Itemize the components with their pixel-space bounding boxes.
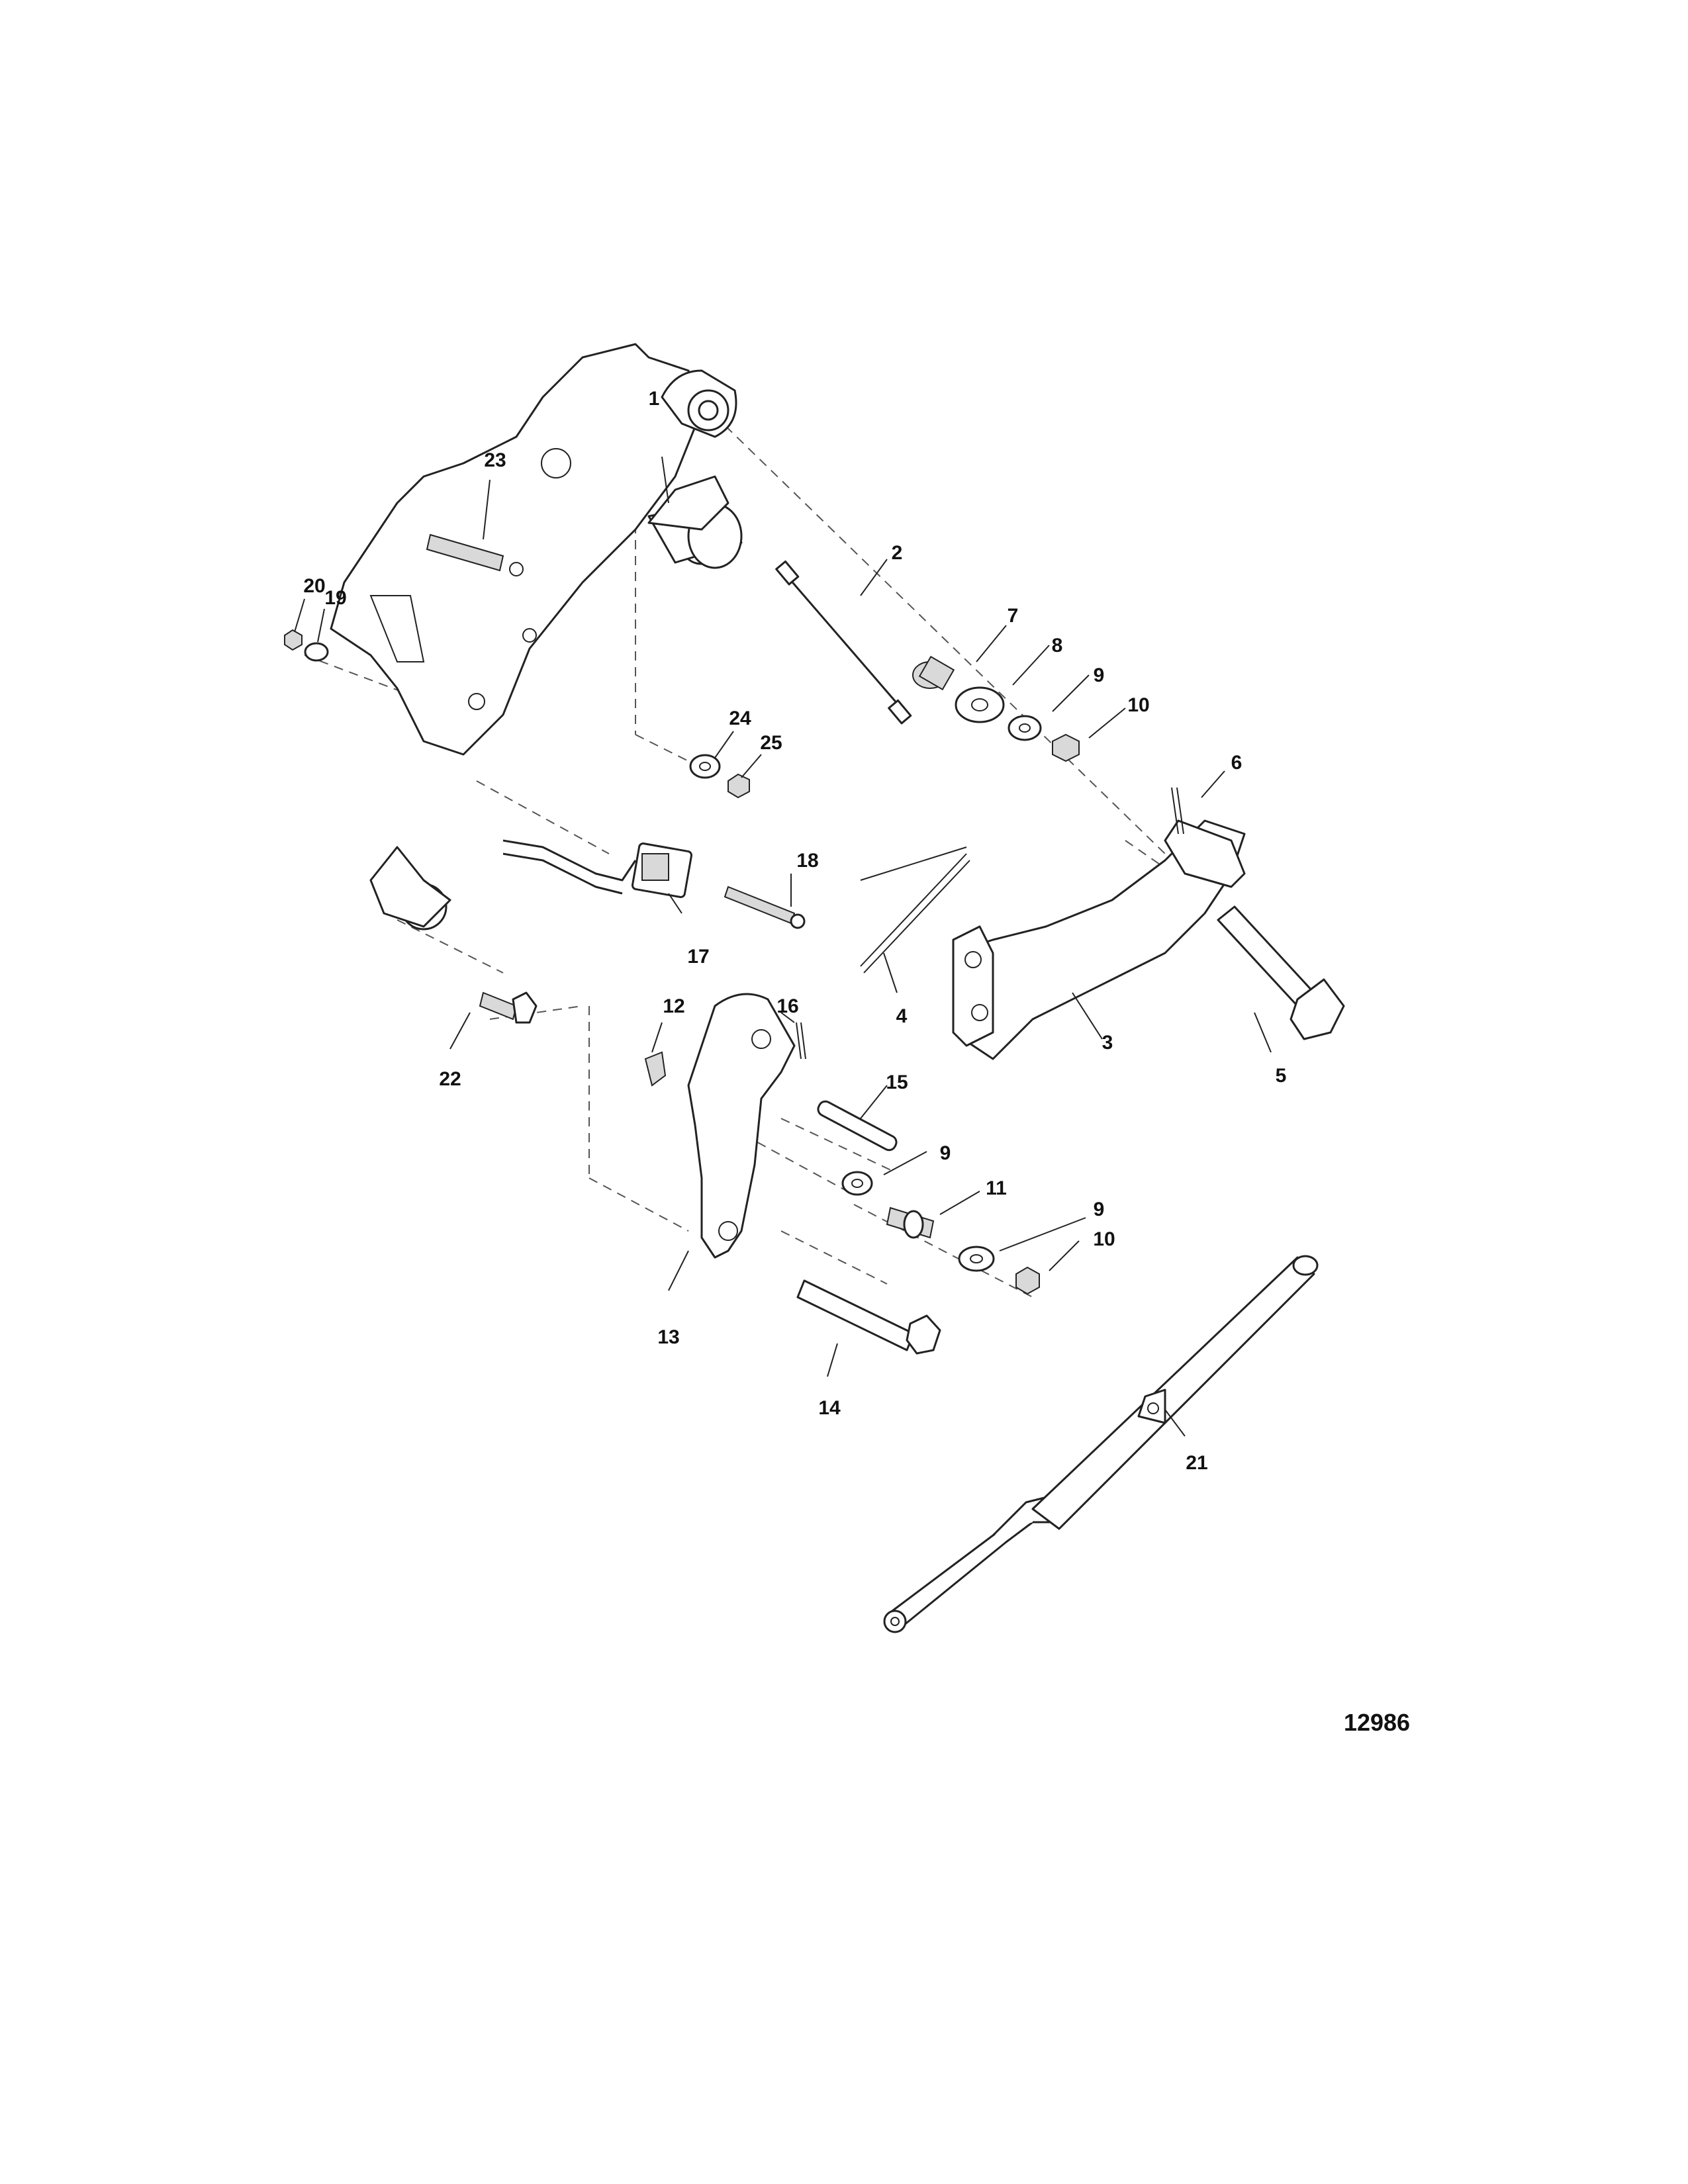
part-19-washer <box>304 642 329 662</box>
callout-25: 25 <box>760 732 782 754</box>
callout-17: 17 <box>687 946 709 968</box>
callout-12: 12 <box>663 995 684 1017</box>
figure-number: 12986 <box>1344 1709 1410 1736</box>
callout-7: 7 <box>1008 605 1019 627</box>
leader-lines <box>294 456 1272 1437</box>
callout-6: 6 <box>1231 752 1243 774</box>
part-3-support-bracket <box>952 819 1246 1060</box>
callout-20: 20 <box>303 575 325 597</box>
part-18-screw <box>724 886 806 929</box>
part-6-cotter-pin <box>1171 787 1184 835</box>
part-9-washer-b <box>841 1171 873 1196</box>
callout-5: 5 <box>1276 1065 1287 1087</box>
callout-9-upper: 9 <box>1094 664 1105 686</box>
part-8-washer <box>955 686 1005 723</box>
part-16-cotter-pin <box>796 1022 806 1060</box>
callout-22: 22 <box>439 1068 461 1090</box>
part-20-nut <box>284 629 303 651</box>
callout-11: 11 <box>986 1177 1007 1199</box>
callout-23: 23 <box>484 449 506 471</box>
callout-4: 4 <box>896 1005 908 1027</box>
part-10-nut-b <box>1015 1266 1040 1295</box>
callout-10-lower: 10 <box>1093 1228 1115 1250</box>
part-4-link-rods <box>860 846 970 974</box>
part-2-pivot-pin <box>775 560 912 725</box>
callout-8: 8 <box>1052 635 1063 657</box>
part-11-stud <box>886 1206 935 1239</box>
part-24-washer <box>689 754 721 779</box>
part-17-switch <box>502 839 693 898</box>
part-13-lever-arm <box>687 993 796 1259</box>
callout-13: 13 <box>657 1326 679 1348</box>
part-1-main-bracket <box>330 343 743 931</box>
callout-9-middle: 9 <box>940 1142 951 1164</box>
part-10-nut-a <box>1052 733 1080 762</box>
callout-14: 14 <box>818 1397 841 1419</box>
part-7-bushing <box>912 655 955 691</box>
part-12-clip <box>644 1051 667 1087</box>
part-25-nut <box>727 773 750 799</box>
part-9-washer-c <box>958 1246 995 1272</box>
part-21-cylinder-rod <box>883 1255 1319 1633</box>
callout-21: 21 <box>1186 1452 1207 1474</box>
part-5-bolt <box>1217 905 1345 1040</box>
callout-16: 16 <box>776 995 798 1017</box>
callout-1: 1 <box>649 388 660 410</box>
callout-2: 2 <box>892 542 903 564</box>
part-15-pin <box>817 1100 898 1152</box>
callout-3: 3 <box>1102 1032 1113 1054</box>
callout-24: 24 <box>729 707 751 729</box>
callout-15: 15 <box>886 1071 908 1093</box>
callout-labels: 1 2 3 4 5 6 7 8 9 10 9 11 9 10 12 13 14 … <box>303 388 1286 1474</box>
callout-18: 18 <box>796 850 818 872</box>
callout-10-upper: 10 <box>1127 694 1149 716</box>
part-9-washer-a <box>1008 715 1042 741</box>
callout-9-lower: 9 <box>1094 1199 1105 1220</box>
callout-19: 19 <box>324 587 346 609</box>
part-22-bolt <box>479 991 538 1024</box>
part-14-bolt <box>796 1279 941 1355</box>
part-23-stud <box>426 533 504 572</box>
